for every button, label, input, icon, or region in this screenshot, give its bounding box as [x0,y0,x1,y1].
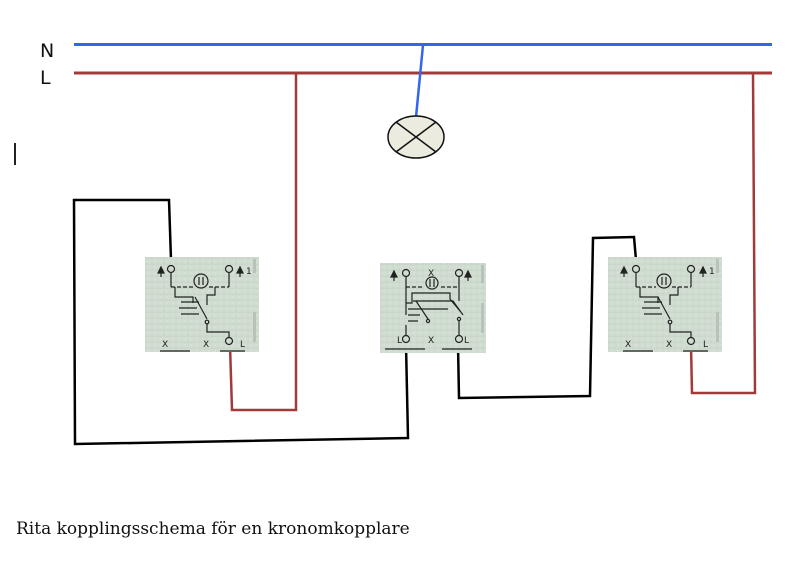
lamp-cross-icon [387,115,445,159]
terminal [166,264,176,274]
arrow-up-icon [390,269,398,281]
arrow-up-icon [464,269,472,281]
arrow-up-icon [236,265,244,277]
terminal [686,264,696,274]
text-cursor [14,143,16,165]
svg-text:X: X [428,336,434,346]
svg-text:X: X [666,340,672,350]
live-feed-right-switch [689,72,757,395]
svg-text:L: L [240,340,245,350]
terminal [401,268,411,278]
svg-text:X: X [162,340,168,350]
terminal [224,264,234,274]
terminal [631,264,641,274]
arrow-up-icon [620,265,628,277]
neutral-label: N [40,40,54,62]
svg-text:1: 1 [246,267,252,277]
stair-switch-left: 1 X X L [145,257,259,352]
svg-text:X: X [203,340,209,350]
svg-text:1: 1 [709,267,715,277]
traveler-wire-left [72,198,410,446]
live-label: L [40,67,51,89]
arrow-up-icon [157,265,165,277]
svg-text:X: X [625,340,631,350]
terminal [686,336,696,346]
live-feed-left-switch [228,73,298,412]
traveler-wire-right [456,235,638,400]
svg-text:L: L [464,336,469,346]
task-caption: Rita kopplingsschema för en kronomkoppla… [16,519,410,539]
svg-text:X: X [428,269,434,279]
lamp-neutral-wire [414,44,425,118]
terminal [454,334,464,344]
arrow-up-icon [699,265,707,277]
terminal [401,334,411,344]
svg-text:L: L [397,336,402,346]
terminal [454,268,464,278]
svg-text:L: L [703,340,708,350]
terminal [224,336,234,346]
intermediate-switch-center: X L X L [380,263,486,353]
stair-switch-right: 1 X X L [608,257,722,352]
